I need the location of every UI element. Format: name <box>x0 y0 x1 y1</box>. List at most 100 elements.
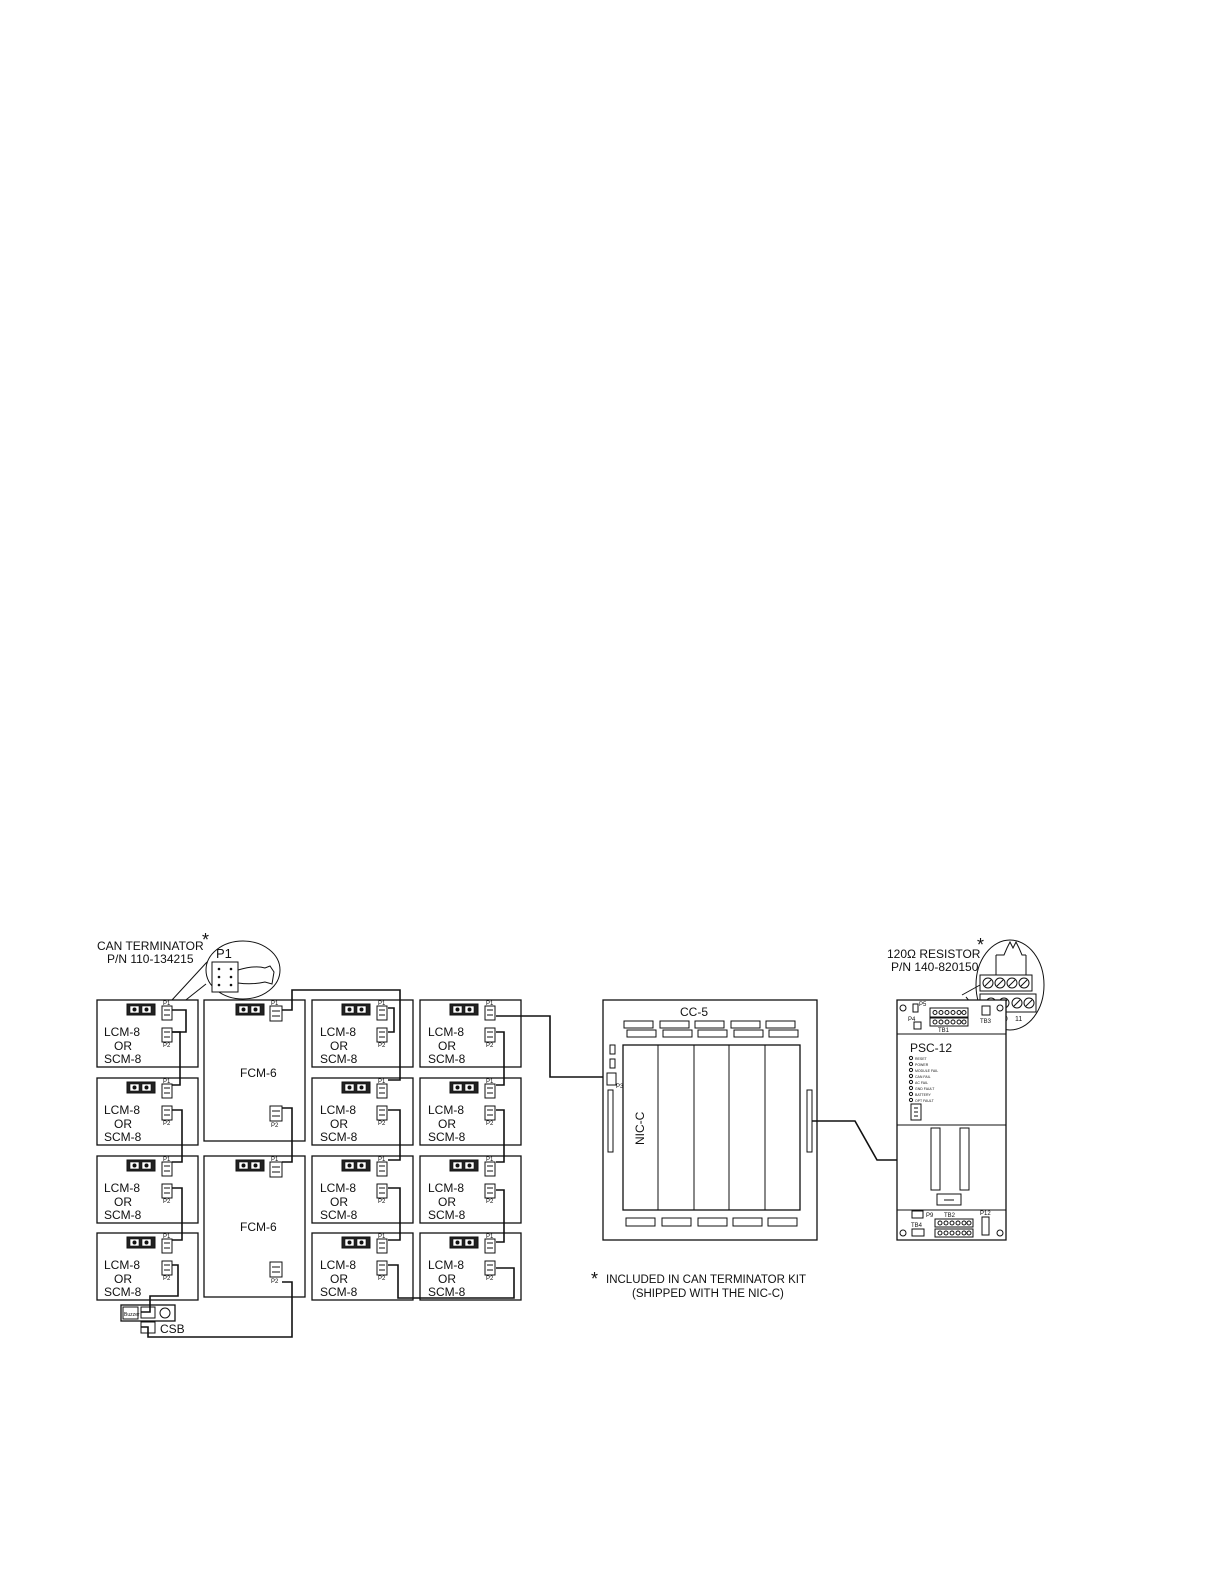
p12-label: P12 <box>980 1211 991 1217</box>
svg-text:P1: P1 <box>486 1234 494 1240</box>
svg-text:P2: P2 <box>163 1199 171 1205</box>
svg-text:LCM-8: LCM-8 <box>320 1103 356 1117</box>
svg-text:SCM-8: SCM-8 <box>320 1285 358 1299</box>
psc-slot-right <box>959 1127 970 1191</box>
psc12-label: PSC-12 <box>910 1041 952 1055</box>
svg-text:P1: P1 <box>378 1001 386 1007</box>
footnote-line2: (SHIPPED WITH THE NIC-C) <box>632 1288 784 1300</box>
svg-text:OR: OR <box>114 1039 132 1053</box>
tb3-label: TB3 <box>980 1019 992 1025</box>
svg-text:P2: P2 <box>163 1276 171 1282</box>
svg-text:P2: P2 <box>378 1199 386 1205</box>
svg-text:P1: P1 <box>271 1157 279 1163</box>
tb2-label: TB2 <box>944 1213 956 1219</box>
svg-text:P1: P1 <box>486 1079 494 1085</box>
svg-text:POWER: POWER <box>915 1063 929 1067</box>
svg-text:P2: P2 <box>271 1279 279 1285</box>
svg-text:RESET: RESET <box>915 1057 928 1061</box>
nic-c-label: NIC-C <box>633 1111 647 1145</box>
svg-text:OPT FAULT: OPT FAULT <box>915 1099 935 1103</box>
can-terminator-asterisk: * <box>202 930 209 950</box>
svg-text:P2: P2 <box>163 1043 171 1049</box>
svg-text:LCM-8: LCM-8 <box>428 1258 464 1272</box>
p5-label: P5 <box>919 1002 927 1008</box>
svg-text:OR: OR <box>438 1195 456 1209</box>
svg-text:LCM-8: LCM-8 <box>320 1181 356 1195</box>
svg-text:OR: OR <box>114 1117 132 1131</box>
cc5-label: CC-5 <box>680 1005 708 1019</box>
svg-text:LCM-8: LCM-8 <box>104 1025 140 1039</box>
svg-text:P2: P2 <box>486 1043 494 1049</box>
svg-text:LCM-8: LCM-8 <box>320 1025 356 1039</box>
svg-text:P2: P2 <box>486 1276 494 1282</box>
svg-text:BATTERY: BATTERY <box>915 1093 931 1097</box>
terminator-detail-label: P1 <box>216 946 232 961</box>
svg-text:GND FAULT: GND FAULT <box>915 1087 935 1091</box>
tb1-label: TB1 <box>938 1028 950 1034</box>
svg-text:P2: P2 <box>486 1199 494 1205</box>
svg-text:LCM-8: LCM-8 <box>428 1181 464 1195</box>
svg-text:LCM-8: LCM-8 <box>320 1258 356 1272</box>
can-terminator-title: CAN TERMINATOR <box>97 939 204 953</box>
resistor-icon <box>996 940 1026 956</box>
terminal-11-label: 11 <box>1015 1016 1022 1023</box>
footnote-asterisk: * <box>591 1269 598 1289</box>
svg-text:P2: P2 <box>486 1121 494 1127</box>
svg-text:MODULE FAIL: MODULE FAIL <box>915 1069 938 1073</box>
svg-text:P2: P2 <box>378 1121 386 1127</box>
svg-text:OR: OR <box>330 1272 348 1286</box>
svg-text:SCM-8: SCM-8 <box>104 1052 142 1066</box>
svg-text:OR: OR <box>438 1117 456 1131</box>
svg-text:LCM-8: LCM-8 <box>104 1103 140 1117</box>
svg-text:FCM-6: FCM-6 <box>240 1220 277 1234</box>
card-cage <box>622 1044 801 1211</box>
can-bus-wiring <box>141 989 606 1338</box>
psc-led-list: RESET POWER MODULE FAIL CAN FAIL AC FAIL… <box>908 1055 938 1103</box>
nic-c-p3-port <box>606 1072 617 1086</box>
svg-text:AC FAIL: AC FAIL <box>915 1081 928 1085</box>
svg-text:SCM-8: SCM-8 <box>320 1052 358 1066</box>
resistor-callout: 120Ω RESISTOR * P/N 140-820150 10 11 <box>887 935 1045 1031</box>
svg-text:CAN FAIL: CAN FAIL <box>915 1075 931 1079</box>
svg-text:P1: P1 <box>163 1234 171 1240</box>
svg-text:P1: P1 <box>163 1001 171 1007</box>
svg-text:SCM-8: SCM-8 <box>104 1208 142 1222</box>
psc12-board: P5 P4 TB1 TB3 PSC-12 RESET POWER MODULE … <box>896 999 1007 1241</box>
svg-text:P1: P1 <box>163 1157 171 1163</box>
svg-text:P1: P1 <box>378 1157 386 1163</box>
svg-text:P2: P2 <box>378 1276 386 1282</box>
csb-buzzer-label: Buzzer <box>124 1312 140 1318</box>
tb4-label: TB4 <box>911 1223 923 1229</box>
svg-text:OR: OR <box>438 1272 456 1286</box>
svg-text:OR: OR <box>114 1272 132 1286</box>
svg-text:FCM-6: FCM-6 <box>240 1066 277 1080</box>
svg-text:SCM-8: SCM-8 <box>320 1208 358 1222</box>
svg-text:P2: P2 <box>163 1121 171 1127</box>
svg-text:P1: P1 <box>271 1001 279 1007</box>
svg-text:P1: P1 <box>378 1079 386 1085</box>
terminator-plug-icon <box>211 961 239 993</box>
svg-text:P1: P1 <box>486 1157 494 1163</box>
csb-label: CSB <box>160 1322 185 1336</box>
svg-text:OR: OR <box>438 1039 456 1053</box>
svg-text:OR: OR <box>330 1117 348 1131</box>
footnote-line1: INCLUDED IN CAN TERMINATOR KIT <box>606 1274 806 1286</box>
cc5-chassis: CC-5 NIC-C P3 <box>602 999 818 1241</box>
svg-text:LCM-8: LCM-8 <box>104 1181 140 1195</box>
resistor-title: 120Ω RESISTOR <box>887 947 981 961</box>
footnote: * INCLUDED IN CAN TERMINATOR KIT (SHIPPE… <box>591 1269 806 1300</box>
svg-text:P1: P1 <box>486 1001 494 1007</box>
svg-text:OR: OR <box>330 1195 348 1209</box>
cc5-bottom-slots <box>625 1217 798 1227</box>
